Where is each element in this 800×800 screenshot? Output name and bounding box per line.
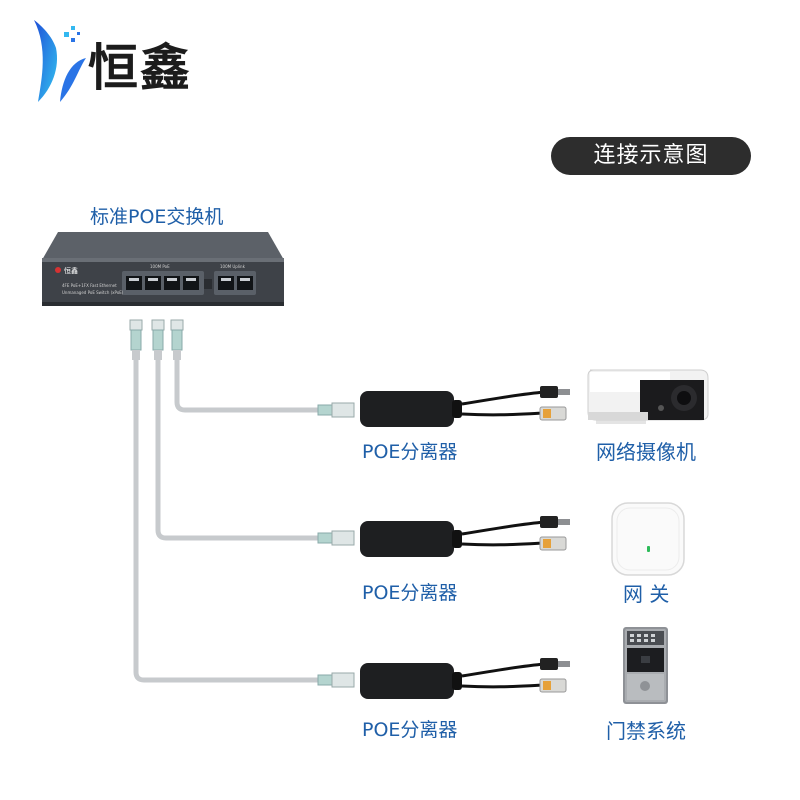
poe-splitter-2 [360,516,570,557]
splitter-label-1: POE分离器 [362,441,458,463]
poe-splitter-1 [360,386,570,427]
ethernet-cables [133,355,323,683]
splitter-label-3: POE分离器 [362,719,458,741]
camera-icon [587,369,709,424]
rj45-plugs-top [129,319,184,360]
splitter-label-2: POE分离器 [362,582,458,604]
diagram-title-badge: 连接示意图 [551,137,751,175]
switch-poe-group-label: 100M PoE [150,264,170,269]
rj45-plugs-side [317,402,355,688]
access-control-icon [623,627,668,704]
device-label-access-control: 门禁系统 [606,719,686,743]
device-label-gateway: 网 关 [623,582,670,606]
switch-model-line2: Unmanaged PoE Switch (xPoE) [62,290,124,295]
device-label-camera: 网络摄像机 [596,440,696,464]
brand-logo-icon [34,20,86,102]
switch-brand: 恒鑫 [64,267,78,275]
gateway-icon [611,502,685,576]
switch-uplink-group-label: 100M Uplink [220,264,245,269]
switch-label: 标准POE交换机 [90,206,224,228]
brand-name: 恒鑫 [88,39,192,97]
poe-splitter-3 [360,658,570,699]
poe-switch [42,232,284,306]
switch-model-line1: 4FE PoE+1FX Fast Ethernet [62,283,117,288]
